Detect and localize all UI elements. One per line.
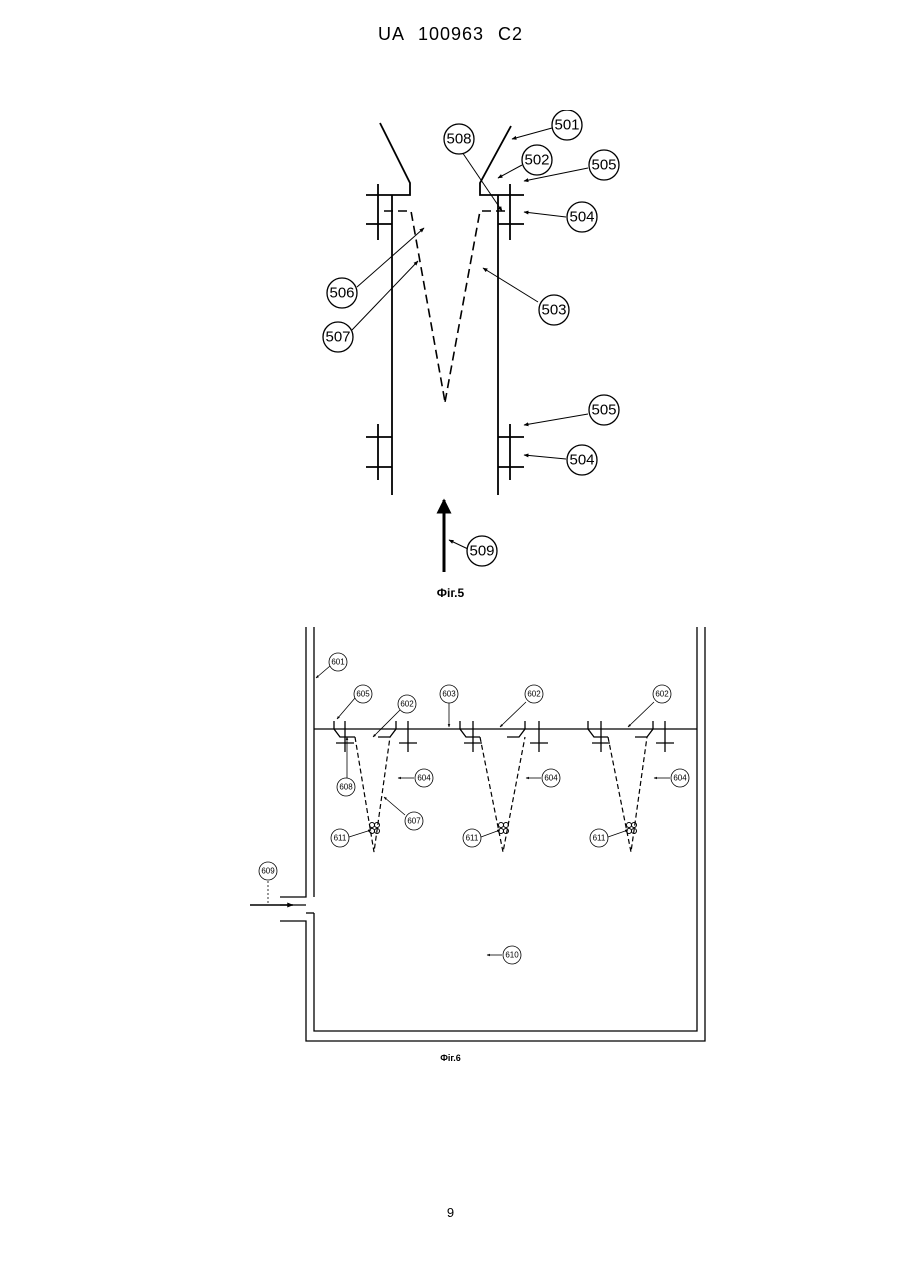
label-505-upper: 505	[591, 157, 616, 174]
label-509: 509	[469, 543, 494, 560]
hopper-left-wall	[380, 123, 410, 195]
label-603: 603	[442, 690, 456, 699]
label-611-first: 611	[334, 834, 347, 843]
label-505-lower: 505	[591, 402, 616, 419]
label-611-second: 611	[466, 834, 479, 843]
label-602-second: 602	[527, 690, 541, 699]
label-502: 502	[524, 152, 549, 169]
label-605: 605	[356, 690, 370, 699]
label-506: 506	[329, 285, 354, 302]
label-503: 503	[541, 302, 566, 319]
label-501: 501	[554, 117, 579, 134]
label-610: 610	[505, 951, 519, 960]
figure-5-diagram: 501 502 505 504 503 508 506 507 505 504 …	[300, 110, 640, 580]
label-601: 601	[331, 658, 345, 667]
label-608: 608	[339, 783, 353, 792]
dashed-cone-right	[445, 211, 505, 402]
label-504-lower: 504	[569, 452, 594, 469]
label-602-third: 602	[655, 690, 669, 699]
label-604-third: 604	[673, 774, 687, 783]
label-607: 607	[407, 817, 421, 826]
figure-5-caption: Фіг.5	[0, 586, 901, 600]
label-602-first: 602	[400, 700, 414, 709]
label-507: 507	[325, 329, 350, 346]
label-604-first: 604	[417, 774, 431, 783]
page-number: 9	[0, 1205, 901, 1220]
document-header: UA 100963 C2	[0, 24, 901, 45]
figure-6-caption: Фіг.6	[0, 1053, 901, 1063]
label-504-upper: 504	[569, 209, 594, 226]
dashed-cone-left	[384, 211, 445, 402]
label-611-third: 611	[593, 834, 606, 843]
label-508: 508	[446, 131, 471, 148]
label-609: 609	[261, 867, 275, 876]
figure-6-diagram: 601 605 602 603 602 602 604 604 604 608 …	[250, 620, 720, 1050]
label-604-second: 604	[544, 774, 558, 783]
